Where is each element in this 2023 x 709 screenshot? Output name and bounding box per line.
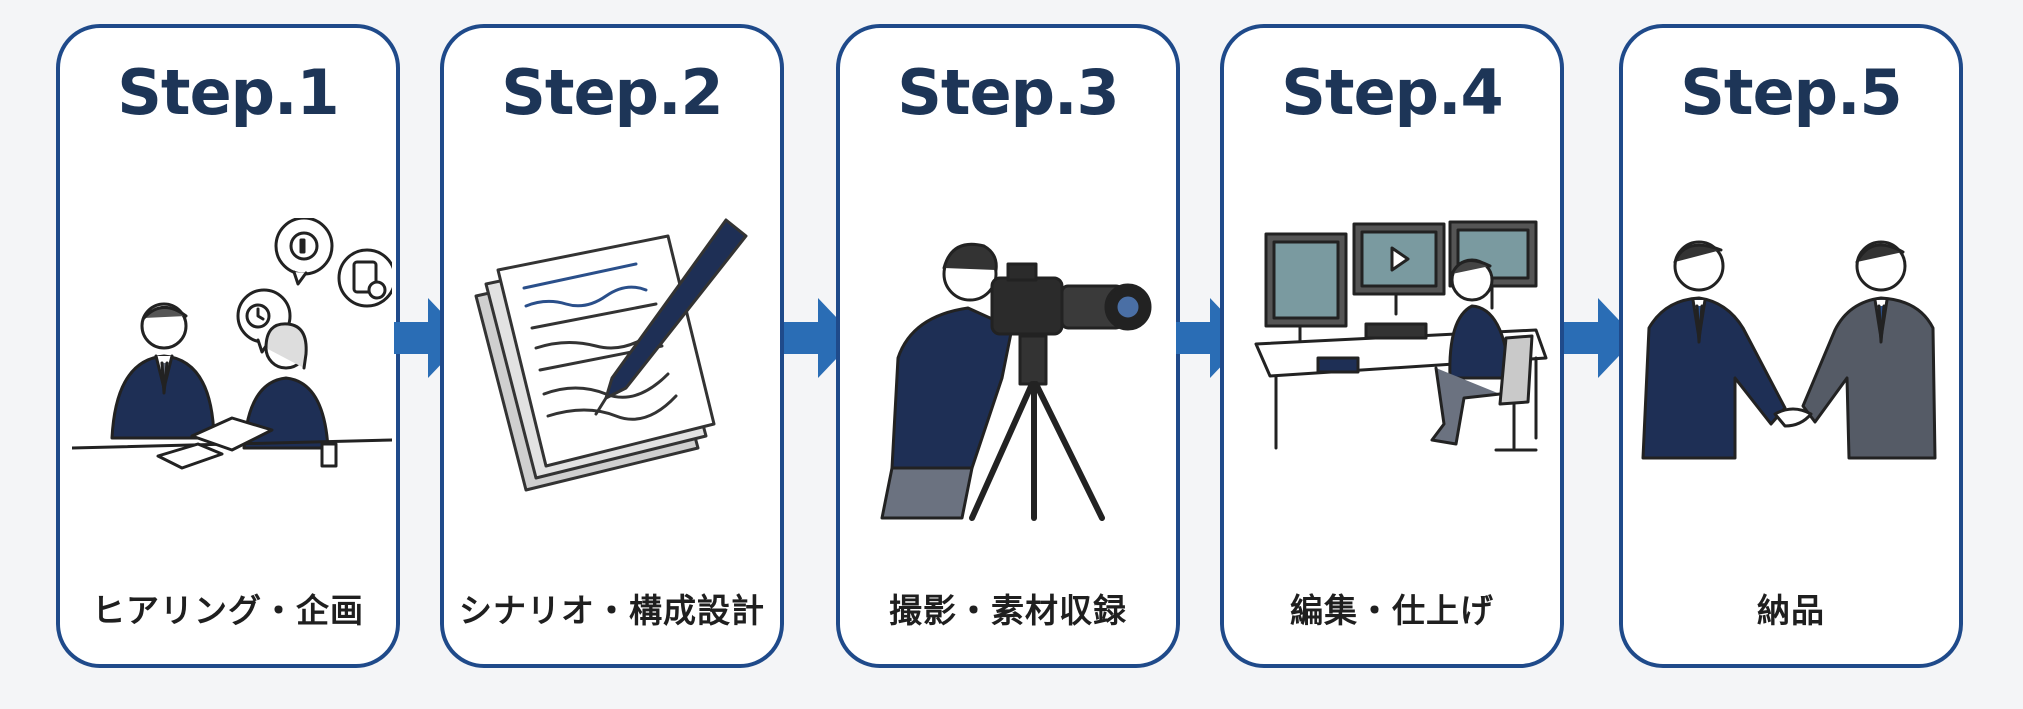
document-pen-icon bbox=[456, 218, 776, 538]
step-label: 納品 bbox=[1623, 584, 1959, 632]
step-card-3: Step.3 撮影・素材収録 bbox=[836, 24, 1180, 668]
step-title: Step.1 bbox=[60, 56, 396, 129]
step-label: シナリオ・構成設計 bbox=[444, 584, 780, 632]
step-title: Step.3 bbox=[840, 56, 1176, 129]
step-card-5: Step.5 納品 bbox=[1619, 24, 1963, 668]
step-card-1: Step.1 bbox=[56, 24, 400, 668]
step-title: Step.2 bbox=[444, 56, 780, 129]
step-title: Step.5 bbox=[1623, 56, 1959, 129]
step-label: ヒアリング・企画 bbox=[60, 584, 396, 632]
step-title: Step.4 bbox=[1224, 56, 1560, 129]
meeting-icon bbox=[72, 218, 392, 538]
handshake-icon bbox=[1635, 218, 1955, 538]
step-label: 編集・仕上げ bbox=[1224, 584, 1560, 632]
video-editing-icon bbox=[1236, 218, 1556, 538]
step-label: 撮影・素材収録 bbox=[840, 584, 1176, 632]
camera-operator-icon bbox=[852, 218, 1172, 538]
step-card-4: Step.4 編集・仕上げ bbox=[1220, 24, 1564, 668]
step-card-2: Step.2 シナリオ・構成設計 bbox=[440, 24, 784, 668]
